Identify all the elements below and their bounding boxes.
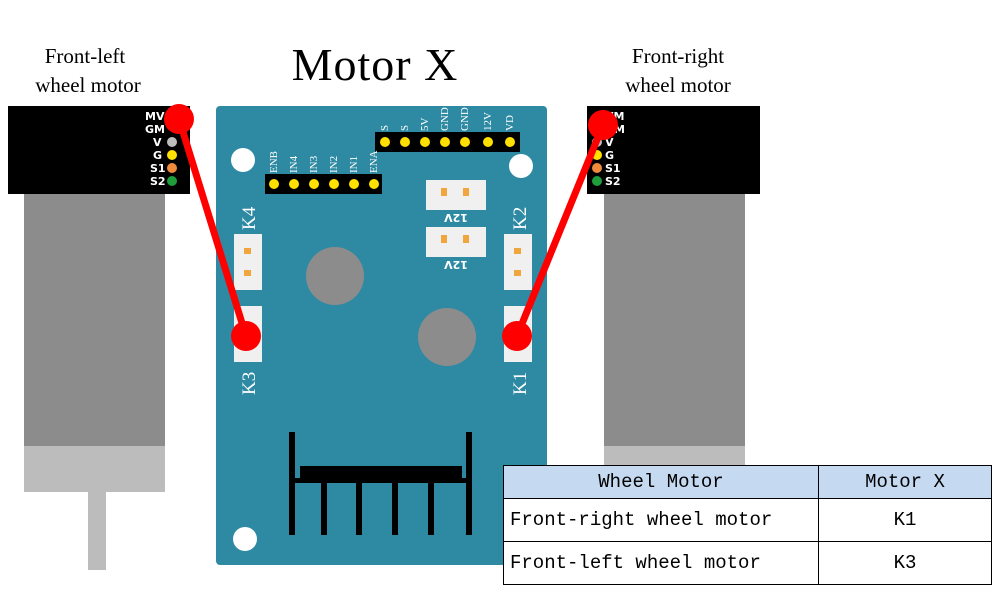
left-pin-label-1: MV — [145, 110, 165, 123]
wire-front-right-to-k1 — [502, 110, 618, 351]
left-motor-connector-block — [8, 106, 190, 194]
right-motor-body — [604, 194, 745, 446]
top-pin-label-2: S — [399, 125, 411, 131]
top-pin-label-6: 12V — [482, 112, 494, 131]
left-header-label-4: IN2 — [328, 156, 340, 173]
connector-12v-1-label: 12V — [444, 211, 468, 224]
board-component-circle-1 — [306, 247, 364, 305]
left-header-label-2: IN4 — [288, 155, 300, 173]
right-motor-caption-line2: wheel motor — [625, 73, 731, 97]
table-cell-wheel: Front-left wheel motor — [503, 541, 819, 585]
top-pin-label-3: 5V — [419, 118, 431, 132]
right-pin-label-3: V — [605, 136, 614, 149]
port-k4-label: K4 — [239, 206, 260, 230]
top-pin-label-4: GND — [439, 107, 451, 131]
left-pin-dot-s2 — [167, 176, 177, 186]
table-header-motor-x: Motor X — [818, 465, 992, 499]
diagram-title: Motor X — [292, 39, 459, 90]
left-pin-dot-g — [167, 150, 177, 160]
table-header-wheel-motor: Wheel Motor — [503, 465, 819, 499]
left-pin-label-3: V — [153, 136, 162, 149]
front-left-motor: Front-left wheel motor MV GM V G S1 S2 — [8, 44, 190, 570]
port-k3-label: K3 — [239, 372, 260, 395]
table-cell-port: K3 — [818, 541, 992, 585]
left-motor-end-cap — [24, 446, 165, 492]
left-header-label-5: IN1 — [348, 156, 360, 173]
table-header-row: Wheel Motor Motor X — [503, 465, 992, 499]
top-pin-label-1: S — [379, 125, 391, 131]
port-k2-label: K2 — [510, 207, 531, 230]
left-motor-shaft — [88, 492, 106, 570]
port-k1-label: K1 — [510, 372, 531, 395]
left-motor-caption-line2: wheel motor — [35, 73, 141, 97]
right-pin-label-6: S2 — [605, 175, 621, 188]
left-header-label-1: ENB — [268, 151, 280, 173]
connector-12v-2-label: 12V — [444, 258, 468, 271]
mounting-hole-bottom-left — [233, 527, 257, 551]
left-header-label-3: IN3 — [308, 155, 320, 173]
board-pcb — [216, 106, 547, 565]
motor-mapping-table: Wheel Motor Motor X Front-right wheel mo… — [503, 465, 992, 585]
table-cell-port: K1 — [818, 498, 992, 542]
top-pin-label-7: VD — [504, 115, 516, 131]
front-right-motor: Front-right wheel motor VM GM V G S1 S2 — [587, 44, 760, 466]
mounting-hole-top-left — [231, 148, 255, 172]
connector-12v-1: 12V — [426, 180, 486, 224]
top-pin-label-5: GND — [459, 107, 471, 131]
table-row: Front-right wheel motor K1 — [503, 498, 992, 542]
left-pin-label-2: GM — [145, 123, 165, 136]
right-pin-label-5: S1 — [605, 162, 621, 175]
table-cell-wheel: Front-right wheel motor — [503, 498, 819, 542]
right-pin-dot-s2 — [592, 176, 602, 186]
top-header-pins — [380, 137, 515, 147]
mounting-hole-top-right — [509, 154, 533, 178]
left-motor-caption-line1: Front-left — [45, 44, 126, 68]
left-pin-dot-s1 — [167, 163, 177, 173]
right-pin-dot-s1 — [592, 163, 602, 173]
motor-driver-board: S S 5V GND GND 12V VD ENB IN4 IN3 IN2 IN… — [216, 106, 547, 565]
connector-12v-2: 12V — [426, 227, 486, 271]
left-pin-header — [265, 174, 382, 194]
port-k4: K4 — [234, 206, 262, 290]
left-pin-dot-v — [167, 137, 177, 147]
right-motor-end-cap — [604, 446, 745, 466]
board-component-circle-2 — [418, 308, 476, 366]
table-row: Front-left wheel motor K3 — [503, 541, 992, 585]
left-motor-body — [24, 194, 165, 446]
left-header-pins — [269, 179, 379, 189]
right-motor-caption-line1: Front-right — [632, 44, 724, 68]
right-pin-label-4: G — [605, 149, 614, 162]
port-k2: K2 — [504, 207, 532, 290]
wire-front-left-to-k3 — [164, 104, 261, 351]
left-pin-label-5: S1 — [150, 162, 166, 175]
left-pin-label-6: S2 — [150, 175, 166, 188]
left-pin-label-4: G — [153, 149, 162, 162]
left-header-label-6: ENA — [368, 150, 380, 173]
driver-chip-heatsink — [289, 432, 472, 535]
